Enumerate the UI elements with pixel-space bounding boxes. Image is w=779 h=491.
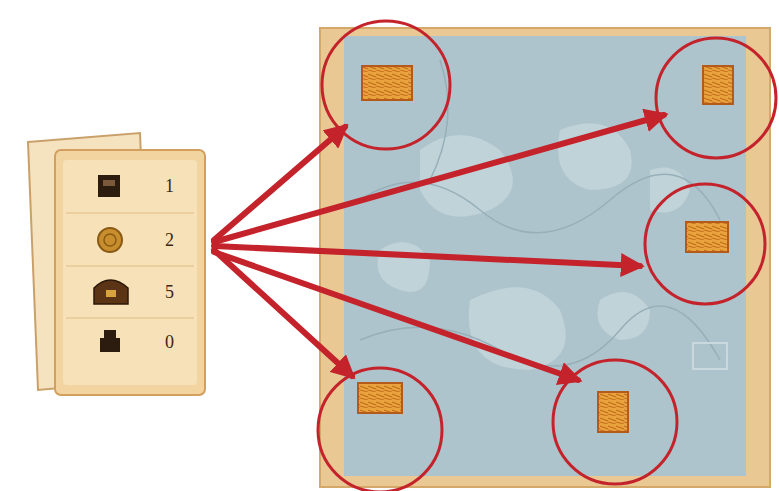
map-marker [693,343,727,369]
game-board [320,28,770,487]
card-icons [94,175,128,352]
point-value: 2 [165,229,174,251]
point-value: 5 [165,281,174,303]
score-card-text: 1 2 5 0 [55,150,205,395]
map-texture [378,123,691,370]
point-value: 0 [165,331,174,353]
card-face [63,160,197,385]
point-value: 1 [165,175,174,197]
score-card [55,150,205,395]
card-rules [66,213,194,318]
pointer-arrows [214,115,664,380]
